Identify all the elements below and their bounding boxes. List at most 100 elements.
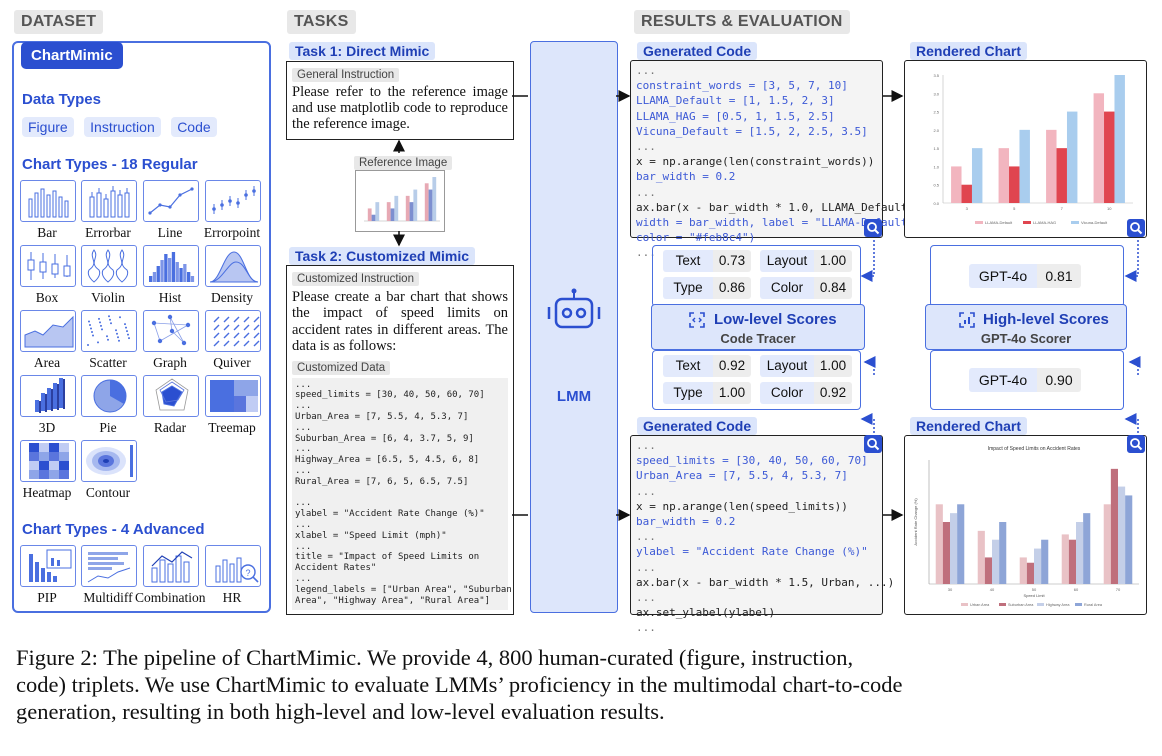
gpt4o-score-top: 0.81 xyxy=(1037,264,1081,288)
lmm-block: LMM xyxy=(530,41,618,613)
code-tracer-label: Code Tracer xyxy=(720,331,796,346)
chart1-bar xyxy=(1046,129,1057,203)
tasks-section-header: TASKS xyxy=(287,10,356,34)
lmm-label: LMM xyxy=(556,388,592,405)
customized-data-line: ... xyxy=(295,466,312,476)
score-label-layout: Layout xyxy=(760,250,814,272)
code-line: ax.set_ylabel(ylabel) xyxy=(636,606,776,620)
chart2-bar xyxy=(1125,495,1133,584)
score-label-text: Text xyxy=(663,250,713,272)
chart-type-line-icon xyxy=(148,187,194,215)
chart-type-area-icon xyxy=(24,315,74,348)
code-line: ax.bar(x - bar_width * 1.5, Urban, ...) xyxy=(636,575,895,589)
chart-type-bar-label: Bar xyxy=(37,225,57,240)
chart-type-pip-icon xyxy=(29,549,72,582)
chart2-bar xyxy=(942,522,950,584)
chart2-bar xyxy=(977,530,985,584)
reference-thumb-bar xyxy=(428,189,433,221)
chart-type-box-icon xyxy=(27,252,71,280)
chart1-legend-swatch xyxy=(975,221,983,224)
chart2-bar xyxy=(1083,513,1091,584)
reference-thumb-bar xyxy=(371,214,376,221)
low-scores-bottom-panel xyxy=(652,350,861,410)
chart-type-pie-label: Pie xyxy=(99,420,117,435)
chart2-bar xyxy=(1068,539,1076,584)
customized-data-line: title = "Impact of Speed Limits on xyxy=(295,552,480,563)
reference-thumb-bar xyxy=(367,208,372,221)
customized-data-line: ... xyxy=(295,541,312,552)
reference-thumb-bar xyxy=(386,202,391,221)
customized-data-line: ... xyxy=(295,519,312,530)
chart-type-multidiff-label: Multidiff xyxy=(83,590,133,605)
chart-type-errorbar-icon-box xyxy=(81,180,137,222)
chart2-ylabel: Accident Rate Change (%) xyxy=(913,498,918,546)
zoom-icon-code-1[interactable] xyxy=(864,219,882,237)
chart-type-hist-icon xyxy=(149,252,195,282)
score-label-color: Color xyxy=(760,382,814,404)
chart-type-multidiff-icon xyxy=(87,552,131,583)
code-line: ... xyxy=(636,439,656,452)
chart2-bar xyxy=(984,557,992,584)
chart-type-box-label: Box xyxy=(35,290,59,305)
code-line: x = np.arange(len(constraint_words)) xyxy=(636,155,875,169)
chart-type-multidiff-icon-box xyxy=(81,545,137,587)
reference-image-tag-wrap: Reference Image xyxy=(354,153,453,171)
customized-data-line: Accident Rates" xyxy=(295,563,377,574)
task2-title: Task 2: Customized Mimic xyxy=(289,247,476,265)
code-line: ... xyxy=(636,64,656,77)
chart-type-violin-label: Violin xyxy=(91,290,125,305)
customized-data-tag: Customized Data xyxy=(292,360,391,375)
chart-type-treemap-label: Treemap xyxy=(208,420,256,435)
chart-type-bar-icon xyxy=(28,188,69,218)
chart-type-heatmap-icon-box xyxy=(20,440,76,482)
caption-line-3: generation, resulting in both high-level… xyxy=(16,699,665,724)
chart2-legend-label: Highway Area xyxy=(1046,603,1070,607)
chart-type-line-label: Line xyxy=(157,225,183,240)
code-line: ax.bar(x - bar_width * 1.0, LLAMA_Defaul… xyxy=(636,200,915,214)
chart-type-quiver-label: Quiver xyxy=(213,355,251,370)
chart-type-pip-icon-box xyxy=(20,545,76,587)
reference-image-thumbnail xyxy=(355,170,445,232)
chart-type-combination-label: Combination xyxy=(135,590,206,605)
chart1-legend-label: Vicuna-Default xyxy=(1081,220,1108,225)
code-line: ... xyxy=(636,246,656,260)
chart-type-density-icon xyxy=(209,251,259,283)
chart1-x-tick: 3 xyxy=(966,206,969,211)
chartmimic-badge: ChartMimic xyxy=(21,42,123,69)
chart-type-contour-icon xyxy=(86,445,133,477)
chart1-bar xyxy=(1019,129,1030,203)
dataset-section-header: DATASET xyxy=(14,10,104,34)
zoom-icon-chart-2[interactable] xyxy=(1127,435,1145,453)
code-line: Urban_Area = [7, 5.5, 4, 5.3, 7] xyxy=(636,469,848,483)
customized-data-line: Urban_Area = [7, 5.5, 4, 5.3, 7] xyxy=(295,412,469,423)
customized-data-line: ylabel = "Accident Rate Change (%)" xyxy=(295,509,485,520)
zoom-icon-code-2[interactable] xyxy=(864,435,882,453)
chart1-legend-swatch xyxy=(1071,221,1079,224)
chart1-x-tick: 5 xyxy=(1013,206,1016,211)
code-line: bar_width = 0.2 xyxy=(636,170,736,184)
chart2-bar xyxy=(1026,562,1034,584)
chart-type-violin-icon-box xyxy=(81,245,137,287)
score-label-text: Text xyxy=(663,355,713,377)
customized-data-line: ... xyxy=(295,422,312,433)
data-type-code: Code xyxy=(171,117,217,137)
chart2-title: Impact of Speed Limits on Accident Rates xyxy=(988,446,1081,452)
task1-title: Task 1: Direct Mimic xyxy=(289,42,436,60)
customized-data-line: ... xyxy=(295,444,312,455)
code-line: ylabel = "Accident Rate Change (%)" xyxy=(636,545,868,559)
high-level-scores-box: High-level Scores GPT-4o Scorer xyxy=(925,304,1127,350)
chart2-bar xyxy=(935,504,943,584)
code-line: speed_limits = [30, 40, 50, 60, 70] xyxy=(636,454,868,468)
customized-data-line: Highway_Area = [6.5, 5, 4.5, 6, 8] xyxy=(295,455,480,466)
figure-caption: Figure 2: The pipeline of ChartMimic. We… xyxy=(16,644,1146,725)
chart1-bar xyxy=(1056,148,1067,203)
generated-code-block-1: ...constraint_words = [3, 5, 7, 10]LLAMA… xyxy=(630,60,921,259)
customized-data-line: ... xyxy=(295,573,312,584)
zoom-icon-chart-1[interactable] xyxy=(1127,219,1145,237)
customized-data-line: Rural_Area = [7, 6, 5, 6.5, 7.5] xyxy=(295,476,469,487)
reference-thumb-bar xyxy=(375,202,380,221)
chart1-bar xyxy=(998,148,1010,203)
chart1-x-tick: 10 xyxy=(1107,206,1112,211)
